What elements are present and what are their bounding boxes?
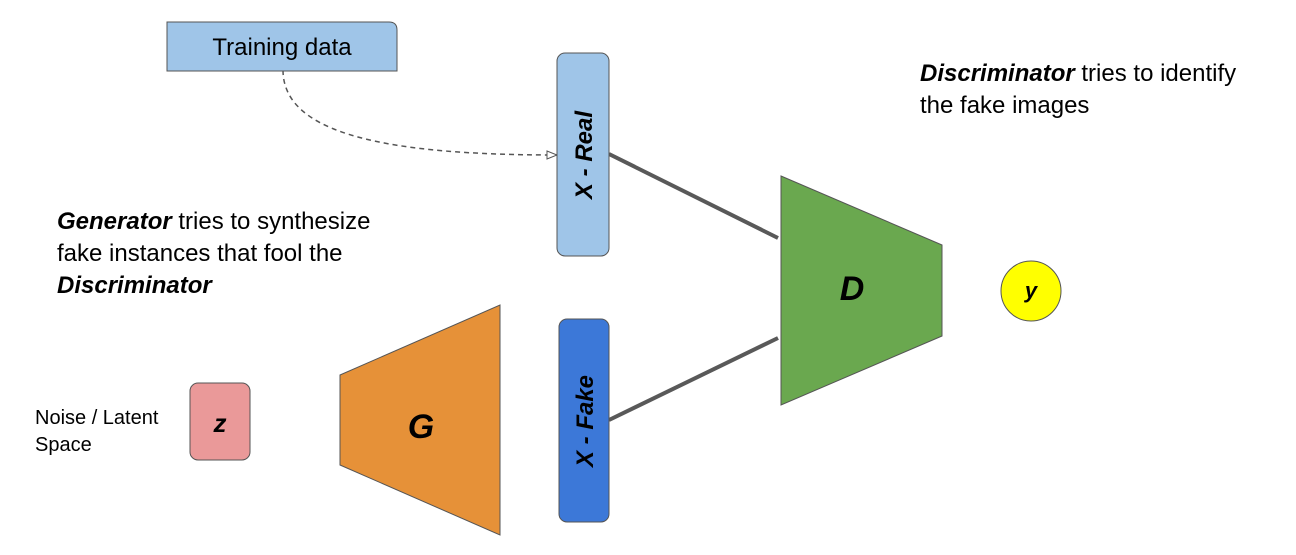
training-data-label: Training data xyxy=(212,34,352,61)
x-fake-node: X - Fake xyxy=(558,318,610,523)
discriminator-caption-line-1: Discriminator tries to identify xyxy=(920,58,1236,90)
discriminator-label: D xyxy=(840,270,865,308)
x-fake-box xyxy=(558,318,610,523)
x-real-box xyxy=(556,52,610,257)
x-real-label: X - Real xyxy=(571,110,598,201)
training-to-real-arrow xyxy=(282,69,557,155)
y-node: y xyxy=(1000,260,1062,322)
generator-caption-line-1: Generator tries to synthesize xyxy=(57,206,370,238)
training-data-box xyxy=(166,21,398,72)
x-real-node: X - Real xyxy=(556,52,610,257)
discriminator-caption-text-1: tries to identify xyxy=(1074,60,1237,87)
y-circle xyxy=(1000,260,1062,322)
discriminator-caption: Discriminator tries to identify the fake… xyxy=(920,58,1236,122)
generator-caption-bold-1: Generator xyxy=(57,208,172,235)
generator-caption: Generator tries to synthesize fake insta… xyxy=(57,206,370,302)
discriminator-node: D xyxy=(780,175,943,406)
generator-caption-line-3: Discriminator xyxy=(57,270,370,302)
real-to-discriminator-line xyxy=(608,152,779,240)
discriminator-shape xyxy=(780,175,943,406)
generator-caption-text-2: fake instances that fool the xyxy=(57,240,343,267)
x-fake-label: X - Fake xyxy=(572,375,599,469)
generator-label: G xyxy=(408,408,434,446)
noise-latent-label: Noise / Latent Space xyxy=(35,405,158,459)
z-node: z xyxy=(189,382,251,461)
z-box xyxy=(189,382,251,461)
discriminator-caption-bold: Discriminator xyxy=(920,60,1075,87)
generator-node: G xyxy=(339,304,501,536)
generator-caption-bold-2: Discriminator xyxy=(57,272,212,299)
generator-caption-text-1: tries to synthesize xyxy=(171,208,371,235)
training-data-node: Training data xyxy=(166,21,398,72)
fake-to-discriminator-line xyxy=(608,336,779,422)
noise-label-line-1: Noise / Latent xyxy=(35,407,159,429)
y-label: y xyxy=(1024,278,1039,303)
discriminator-caption-text-2: the fake images xyxy=(920,92,1090,119)
z-label: z xyxy=(213,408,227,438)
generator-shape xyxy=(339,304,501,536)
noise-label-line-2: Space xyxy=(35,434,92,456)
